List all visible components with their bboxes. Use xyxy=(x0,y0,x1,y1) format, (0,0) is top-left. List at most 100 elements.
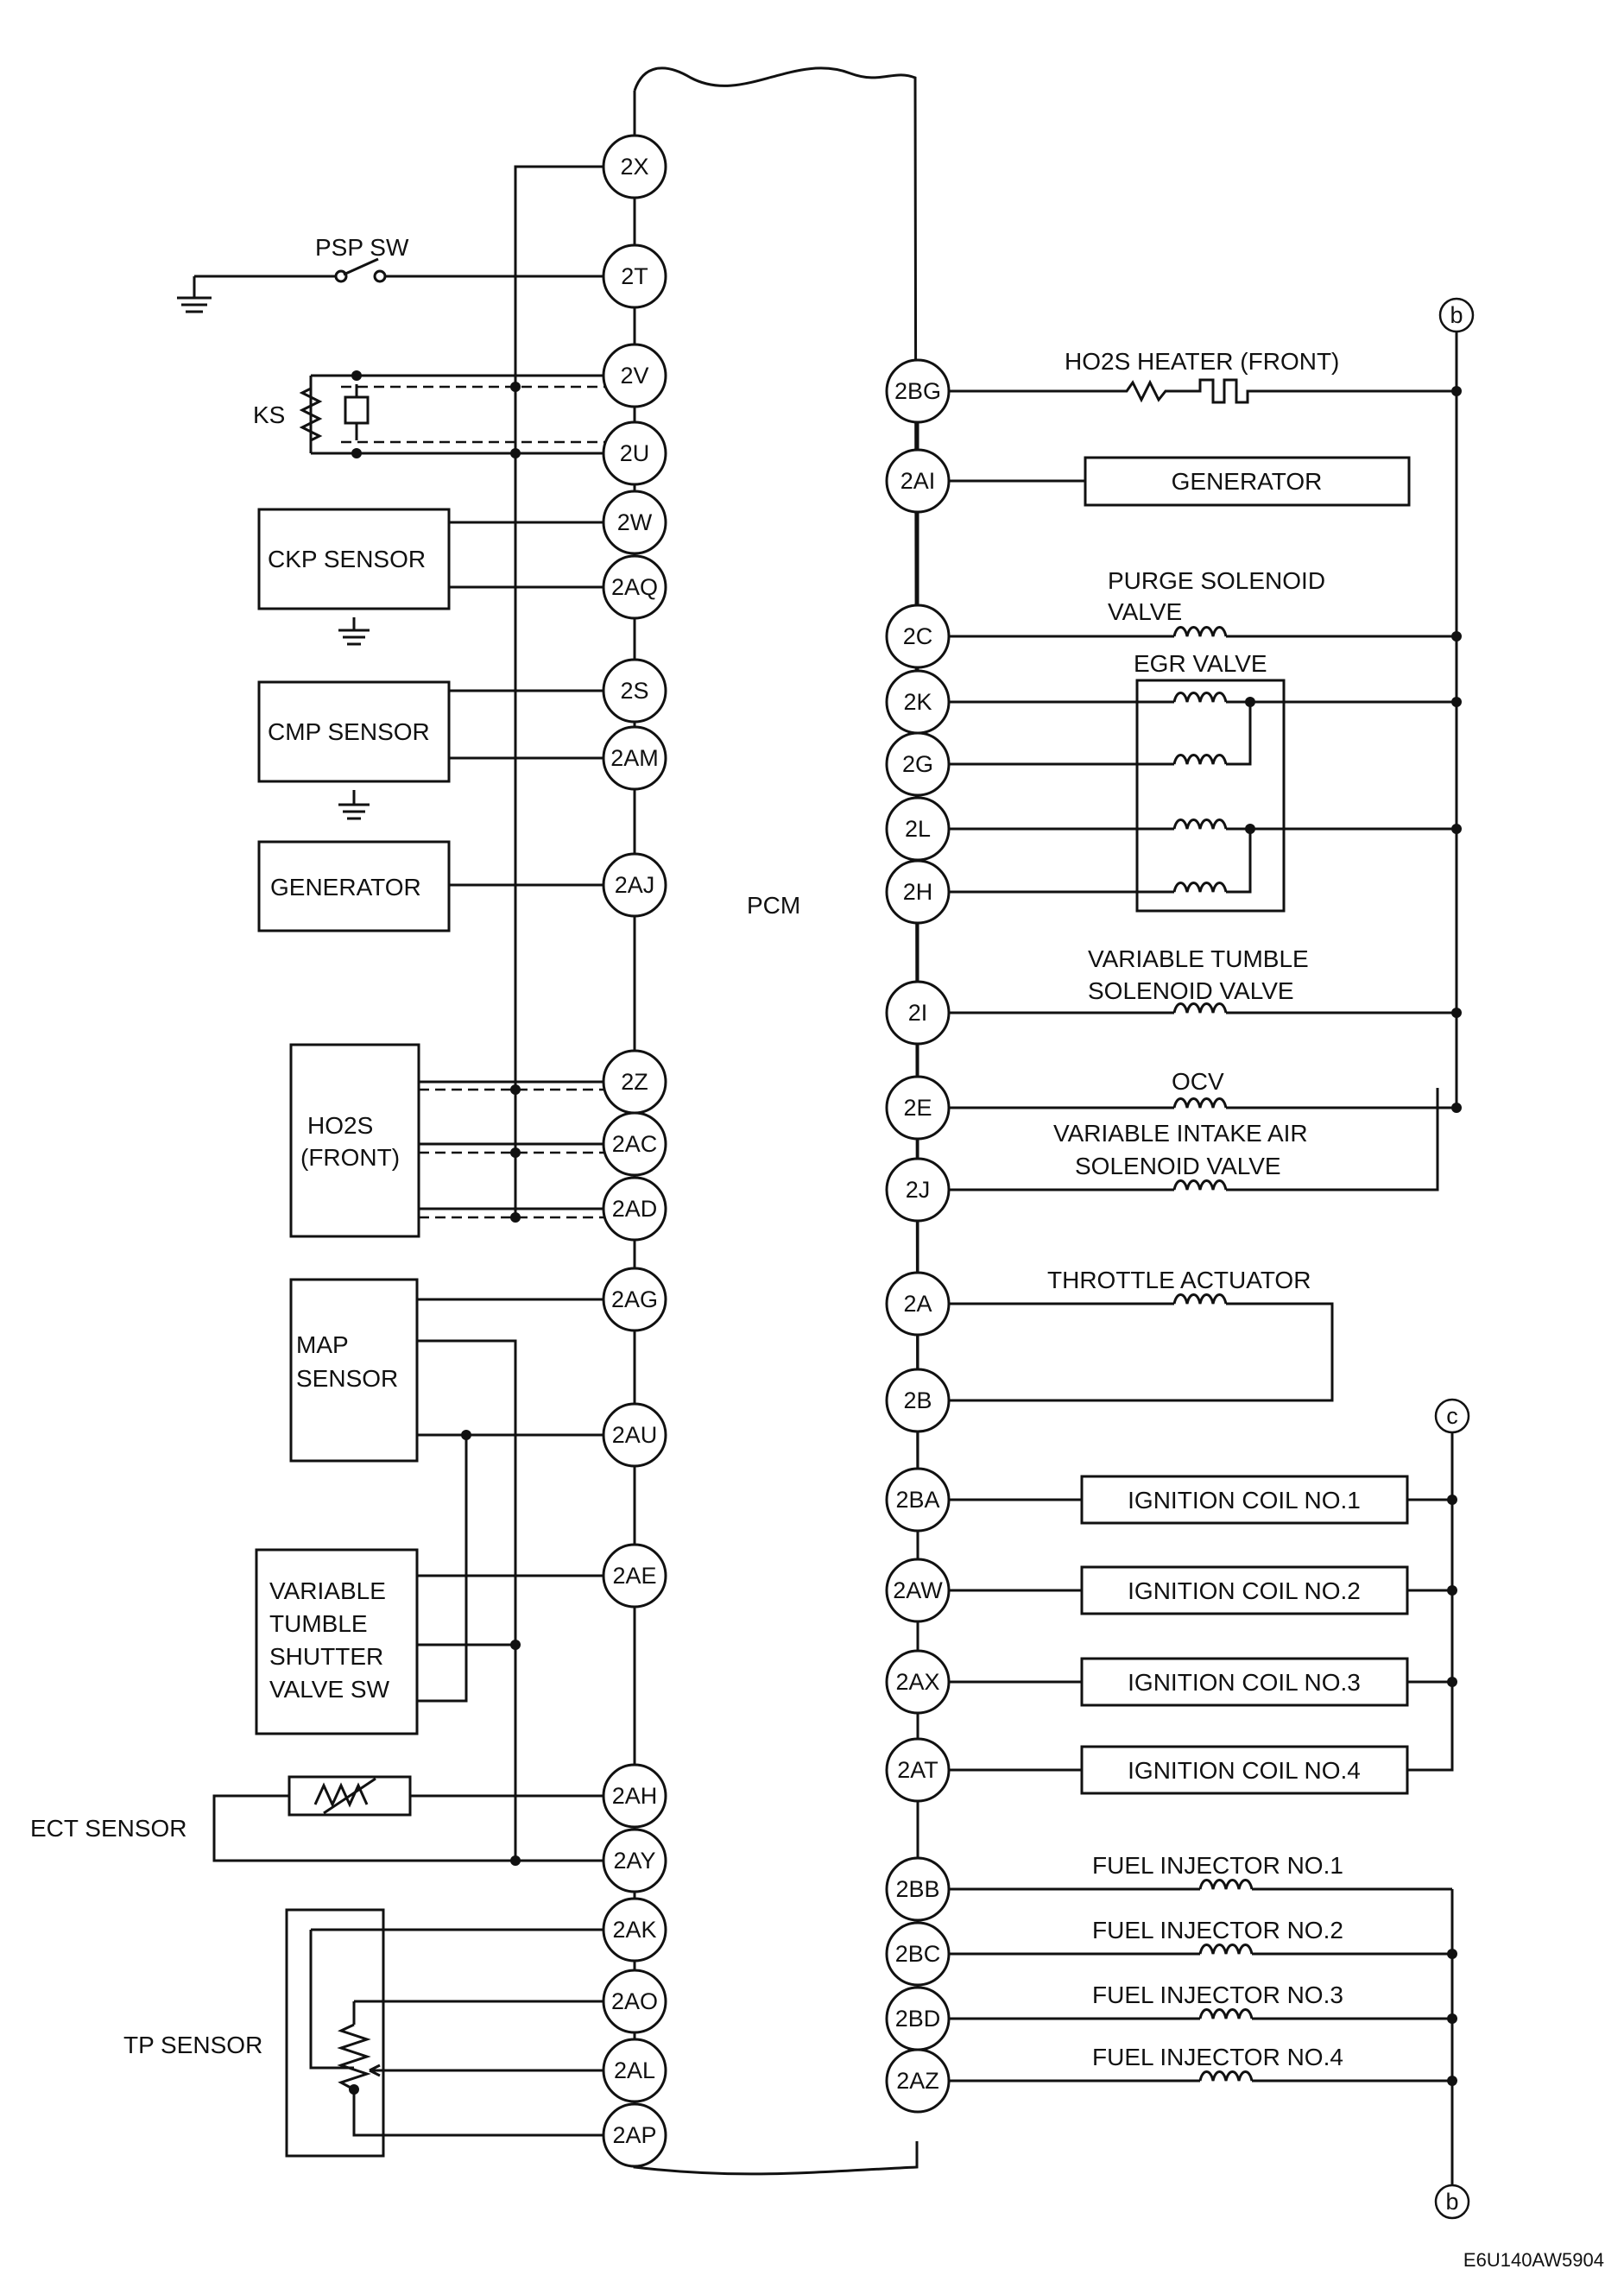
right-connector-2h xyxy=(885,859,951,925)
right-connector-label: 2L xyxy=(905,816,931,842)
variable-tumble-shutter-box xyxy=(255,1548,419,1735)
left-connector-2aj xyxy=(602,852,667,918)
right-connector-label: 2AW xyxy=(893,1577,943,1603)
generator-right-label: GENERATOR xyxy=(1172,468,1323,495)
left-connector-label: 2X xyxy=(620,154,648,180)
ref-b-top-marker xyxy=(1438,297,1475,333)
cmp-sensor-label: CMP SENSOR xyxy=(268,718,430,745)
left-connector-label: 2U xyxy=(620,440,650,466)
ignition-coil-box xyxy=(1080,1745,1409,1795)
left-connector-label: 2S xyxy=(620,678,648,704)
left-connector-2au xyxy=(602,1402,667,1468)
purge-solenoid-label-1: PURGE SOLENOID xyxy=(1108,567,1325,594)
right-connector-label: 2BC xyxy=(895,1941,941,1967)
right-connector-2bb xyxy=(885,1856,951,1922)
left-connector-2ay xyxy=(602,1828,667,1893)
left-connector-label: 2Z xyxy=(621,1069,648,1095)
left-connector-2t xyxy=(602,243,667,309)
variable-intake-air-label-2: SOLENOID VALVE xyxy=(1075,1153,1281,1179)
left-connector-label: 2AH xyxy=(612,1783,658,1809)
egr-valve-label: EGR VALVE xyxy=(1134,650,1267,677)
left-connector-2ah xyxy=(602,1763,667,1829)
right-connector-2ax xyxy=(885,1649,951,1715)
left-connector-2ag xyxy=(602,1267,667,1332)
right-connector-label: 2AI xyxy=(900,468,936,494)
left-connector-label: 2AQ xyxy=(611,574,658,600)
egr-coil xyxy=(1172,818,1228,830)
left-connector-label: 2AU xyxy=(612,1422,658,1448)
variable-tumble-solenoid-label-2: SOLENOID VALVE xyxy=(1088,977,1294,1004)
ignition-coil-label: IGNITION COIL NO.2 xyxy=(1128,1577,1361,1604)
ref-b-bottom-label: b xyxy=(1445,2189,1458,2215)
right-connector-label: 2BB xyxy=(895,1876,939,1902)
right-connector-2ba xyxy=(885,1467,951,1533)
generator-left-box xyxy=(257,840,451,932)
generator-right-box xyxy=(1084,456,1411,507)
right-connector-label: 2B xyxy=(903,1387,932,1413)
right-connector-2e xyxy=(885,1075,951,1141)
left-connector-label: 2AG xyxy=(611,1286,658,1312)
fuel-injector-label-1: FUEL INJECTOR NO.1 xyxy=(1092,1852,1343,1879)
diagram-code: E6U140AW5904 xyxy=(1463,2249,1604,2271)
ignition-coil-box xyxy=(1080,1565,1409,1615)
ignition-coil-box xyxy=(1080,1475,1409,1525)
ho2s-front-box xyxy=(289,1043,420,1238)
map-sensor-box xyxy=(289,1278,419,1463)
right-connector-2i xyxy=(885,980,951,1046)
purge-solenoid-label-2: VALVE xyxy=(1108,598,1182,625)
left-connector-2s xyxy=(602,658,667,724)
ocv-label: OCV xyxy=(1172,1068,1224,1095)
left-connector-label: 2AO xyxy=(611,1988,658,2014)
ref-b-bottom-marker xyxy=(1434,2184,1470,2220)
cmp-sensor-box xyxy=(257,680,451,783)
variable-intake-air-label-1: VARIABLE INTAKE AIR xyxy=(1053,1120,1308,1147)
left-connector-2x xyxy=(602,134,667,199)
pcm-label: PCM xyxy=(747,892,800,919)
ignition-coil-label: IGNITION COIL NO.3 xyxy=(1128,1669,1361,1696)
fuel-injector-label-4: FUEL INJECTOR NO.4 xyxy=(1092,2044,1343,2070)
right-connector-label: 2C xyxy=(903,623,933,649)
left-connector-2ak xyxy=(602,1897,667,1962)
map-sensor-label-1: MAP xyxy=(296,1331,349,1358)
left-connector-2ap xyxy=(602,2102,667,2168)
ref-c-marker xyxy=(1434,1398,1470,1434)
tumble-shutter-label-3: SHUTTER xyxy=(269,1643,383,1670)
right-connector-label: 2A xyxy=(903,1291,932,1317)
ref-c-label: c xyxy=(1446,1403,1458,1429)
right-connector-2bg xyxy=(885,358,951,424)
left-connector-label: 2AP xyxy=(612,2122,656,2148)
throttle-actuator-label: THROTTLE ACTUATOR xyxy=(1047,1267,1311,1293)
ignition-coil-label: IGNITION COIL NO.1 xyxy=(1128,1487,1361,1514)
left-connector-2am xyxy=(602,725,667,791)
left-connector-label: 2AC xyxy=(612,1131,658,1157)
right-connector-2bc xyxy=(885,1921,951,1987)
left-connector-label: 2V xyxy=(620,363,648,389)
ref-b-top-label: b xyxy=(1450,302,1463,328)
tumble-shutter-label-4: VALVE SW xyxy=(269,1676,390,1703)
ho2s-front-label-2: (FRONT) xyxy=(300,1144,400,1171)
left-connector-2al xyxy=(602,2038,667,2103)
left-connector-2v xyxy=(602,343,667,408)
egr-coil xyxy=(1172,754,1228,765)
right-connector-2aw xyxy=(885,1558,951,1623)
left-connector-2w xyxy=(602,490,667,555)
psp-sw-label: PSP SW xyxy=(315,234,409,261)
left-connector-label: 2AE xyxy=(612,1563,656,1589)
right-connector-2ai xyxy=(885,448,951,514)
left-connector-2ad xyxy=(602,1176,667,1242)
tp-sensor-label: TP SENSOR xyxy=(123,2032,262,2058)
left-connector-2ac xyxy=(602,1111,667,1177)
left-connector-column: 2X2T2V2U2W2AQ2S2AM2AJ2Z2AC2AD2AG2AU2AE2A… xyxy=(602,134,667,2168)
left-connector-label: 2AJ xyxy=(615,872,655,898)
right-connector-2b xyxy=(885,1368,951,1433)
right-connector-label: 2I xyxy=(908,1000,928,1026)
left-connector-2u xyxy=(602,420,667,486)
left-connector-label: 2AY xyxy=(613,1848,655,1874)
right-connector-2az xyxy=(885,2048,951,2114)
tp-sensor-box xyxy=(285,1908,385,2158)
ignition-coil-label: IGNITION COIL NO.4 xyxy=(1128,1757,1361,1784)
left-connector-2aq xyxy=(602,554,667,620)
egr-coil xyxy=(1172,692,1228,703)
fuel-injector-label-2: FUEL INJECTOR NO.2 xyxy=(1092,1917,1343,1944)
